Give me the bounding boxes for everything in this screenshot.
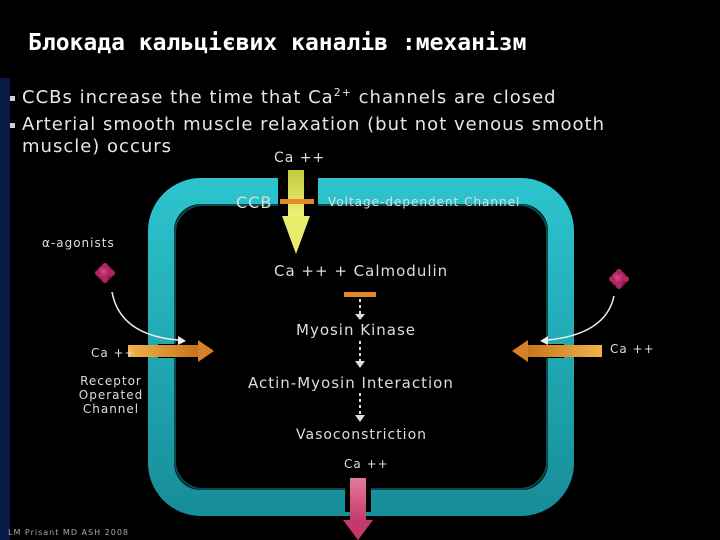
label-receptor-line-1: Receptor: [80, 374, 142, 388]
bullet-1-text-post: channels are closed: [351, 87, 557, 108]
label-vasoconstriction: Vasoconstriction: [296, 427, 428, 443]
label-ca-top: Ca ++: [274, 150, 326, 166]
label-ca-left: Ca ++: [91, 346, 136, 360]
agonist-curve-arrow-right-head: [540, 336, 548, 345]
label-receptor-operated-channel: Receptor Operated Channel: [78, 374, 144, 416]
label-receptor-line-2: Operated: [78, 388, 144, 402]
bullet-1-text-pre: CCBs increase the time that Ca: [22, 87, 334, 108]
bullet-2: Arterial smooth muscle relaxation (but n…: [10, 114, 700, 158]
dashed-arrow-3-head: [355, 415, 365, 422]
agonist-curve-arrow-right: [547, 295, 615, 341]
label-calmodulin: Ca ++ + Calmodulin: [274, 262, 449, 280]
label-ccb: CCB: [236, 193, 273, 212]
ccb-block-bar: [280, 199, 314, 204]
left-accent-strip: [0, 78, 10, 540]
calmodulin-block-bar: [344, 292, 376, 297]
footer-credit: LM Prisant MD ASH 2008: [8, 528, 129, 537]
alpha-agonist-molecule-left: [95, 263, 115, 283]
receptor-channel-arrow-right: [512, 340, 602, 362]
bullet-2-line-1: Arterial smooth muscle relaxation (but n…: [22, 114, 606, 135]
agonist-curve-arrow-left-head: [178, 336, 186, 345]
label-receptor-line-3: Channel: [82, 402, 140, 416]
calcium-influx-arrow-top: [282, 170, 310, 254]
bullet-square-icon: [10, 95, 15, 101]
label-ca-right: Ca ++: [610, 342, 655, 356]
label-voltage-channel: Voltage-dependent Channel: [328, 195, 521, 209]
label-myosin-kinase: Myosin Kinase: [296, 321, 416, 339]
label-actin-myosin: Actin-Myosin Interaction: [248, 374, 454, 392]
receptor-channel-arrow-left: [128, 340, 214, 362]
label-alpha-agonists: α-agonists: [42, 236, 115, 250]
agonist-curve-arrow-left: [111, 291, 179, 341]
bullet-2-line-2: muscle) occurs: [22, 136, 173, 157]
calcium-efflux-arrow-bottom: [343, 478, 373, 540]
dashed-arrow-1-head: [355, 314, 365, 320]
label-ca-bottom: Ca ++: [344, 457, 389, 471]
bullet-1: CCBs increase the time that Ca2+ channel…: [10, 82, 557, 109]
bullet-1-superscript: 2+: [333, 86, 352, 99]
dashed-arrow-2-head: [355, 361, 365, 368]
bullet-square-icon: [10, 122, 15, 128]
slide-title: Блокада кальцієвих каналів :механізм: [28, 30, 527, 56]
alpha-agonist-molecule-right: [609, 269, 629, 289]
